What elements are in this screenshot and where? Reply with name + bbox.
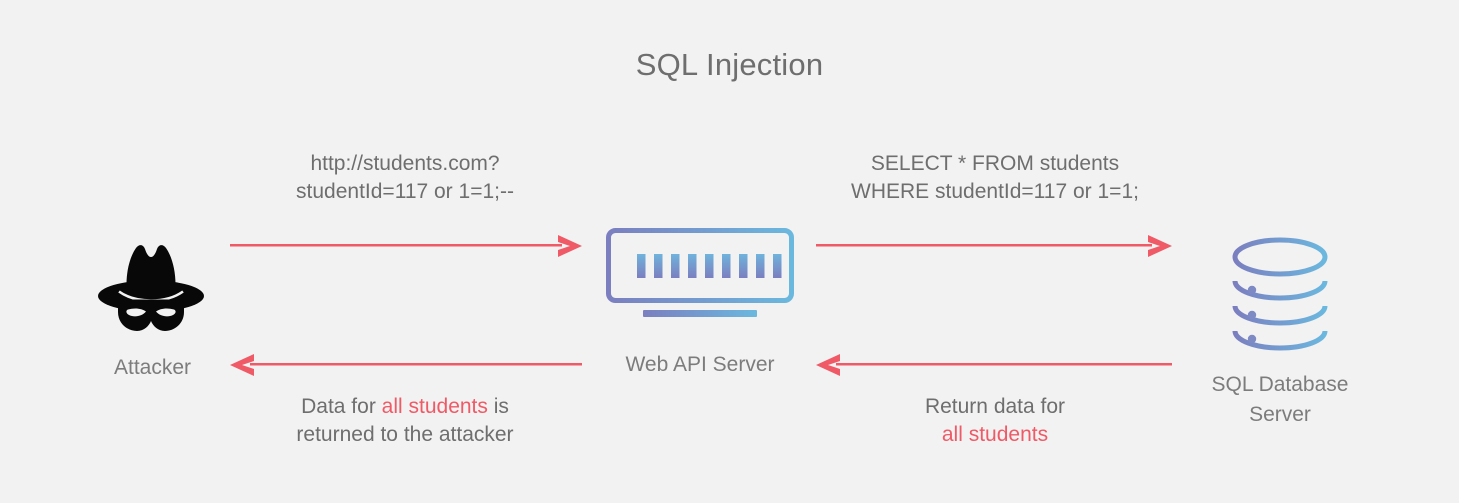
message-request: http://students.com? studentId=117 or 1=… [235,150,575,206]
message-response-line2: returned to the attacker [296,423,514,446]
message-query: SELECT * FROM students WHERE studentId=1… [820,150,1170,206]
node-label-database-line2: Server [1249,403,1311,426]
message-db-return: Return data for all students [875,393,1115,449]
database-cylinder-icon [1228,236,1332,354]
message-response-line1-post: is [487,395,509,418]
node-label-attacker: Attacker [113,356,192,379]
message-response-line1-pre: Data for [301,395,382,418]
message-response: Data for all students is returned to the… [235,393,575,449]
message-query-line1: SELECT * FROM students [870,152,1120,175]
arrow-attacker-to-server [230,235,582,257]
arrow-server-to-attacker [230,354,582,376]
node-label-server: Web API Server [625,353,775,376]
message-db-return-highlight: all students [941,423,1049,446]
arrow-database-to-server [816,354,1172,376]
message-request-line2: studentId=117 or 1=1;-- [296,180,514,203]
message-request-line1: http://students.com? [310,152,500,175]
node-label-database: SQL Database Server [1175,370,1385,430]
node-label-database-line1: SQL Database [1211,373,1349,396]
server-rack-icon [606,228,794,320]
message-response-line1: Data for all students is [235,393,575,421]
arrow-server-to-database [816,235,1172,257]
page-title: SQL Injection [635,47,824,82]
message-query-line2: WHERE studentId=117 or 1=1; [851,180,1139,203]
masked-hat-icon [92,236,210,336]
message-db-return-line1: Return data for [924,395,1066,418]
message-response-highlight: all students [381,395,488,418]
